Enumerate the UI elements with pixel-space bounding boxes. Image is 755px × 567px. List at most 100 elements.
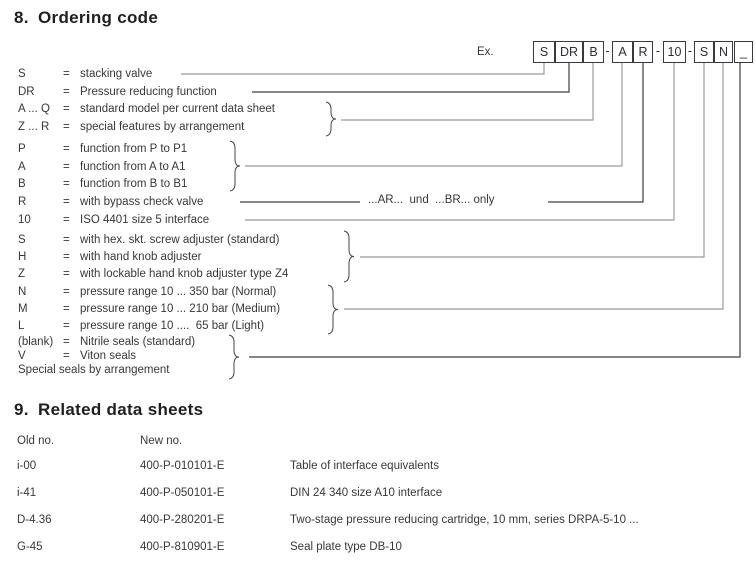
code-separator: - — [605, 44, 610, 58]
code-description: pressure range 10 .... 65 bar (Light) — [80, 320, 265, 332]
equals-sign: = — [63, 251, 70, 263]
code-value: Z ... R — [18, 121, 50, 133]
equals-sign: = — [63, 286, 70, 298]
code-description: special features by arrangement — [80, 121, 245, 133]
description-cell: Table of interface equivalents — [290, 460, 439, 472]
ordering-code-row: L = pressure range 10 .... 65 bar (Light) — [0, 318, 755, 334]
equals-sign: = — [63, 178, 70, 190]
ordering-code-row: V = Viton seals — [0, 348, 755, 364]
old-no-cell: G-45 — [17, 541, 43, 553]
code-value: A ... Q — [18, 103, 50, 115]
code-box: _ — [734, 41, 753, 63]
code-value: P — [18, 143, 26, 155]
code-value: 10 — [18, 214, 31, 226]
code-value: S — [18, 234, 26, 246]
ordering-code-row: S=stacking valve — [0, 66, 755, 82]
ordering-code-row: (blank) = Nitrile seals (standard) — [0, 334, 755, 350]
code-separator: - — [687, 44, 693, 58]
code-box: R — [633, 41, 653, 63]
code-box: N — [714, 41, 733, 63]
description-cell: Two-stage pressure reducing cartridge, 1… — [290, 514, 639, 526]
code-box: A — [612, 41, 633, 63]
code-description: function from A to A1 — [80, 161, 186, 173]
new-no-cell: 400-P-810901-E — [140, 541, 225, 553]
ordering-code-row: Special seals by arrangement — [0, 362, 755, 378]
ordering-code-row: S = with hex. skt. screw adjuster (standar… — [0, 232, 755, 248]
description-cell: DIN 24 340 size A10 interface — [290, 487, 443, 499]
column-header-new-no: New no. — [140, 435, 183, 447]
equals-sign: = — [63, 196, 70, 208]
ordering-code-row: N = pressure range 10 ... 350 bar (Normal) — [0, 284, 755, 300]
code-description: Pressure reducing function — [80, 86, 217, 98]
code-description: with bypass check valve — [80, 196, 204, 208]
equals-sign: = — [63, 303, 70, 315]
ordering-code-row: H = with hand knob adjuster — [0, 249, 755, 265]
section-8-number: 8. — [14, 8, 29, 27]
code-value: M — [18, 303, 28, 315]
ordering-code-row: A ... Q = standard model per current data … — [0, 101, 755, 117]
ordering-code-row: M = pressure range 10 ... 210 bar (Medium) — [0, 301, 755, 317]
code-value: R — [18, 196, 27, 208]
code-box: S — [694, 41, 714, 63]
code-box: DR — [555, 41, 583, 63]
ordering-code-row: Z=with lockable hand knob adjuster type … — [0, 266, 755, 282]
ordering-code-row: A = function from A to A1 — [0, 159, 755, 175]
code-description: with lockable hand knob adjuster type Z4 — [80, 268, 289, 280]
old-no-cell: i-41 — [17, 487, 37, 499]
equals-sign: = — [63, 234, 70, 246]
code-annotation: ...AR... und ...BR... only — [368, 194, 495, 206]
code-description: stacking valve — [80, 68, 153, 80]
code-description: pressure range 10 ... 350 bar (Normal) — [80, 286, 277, 298]
section-9-title: Related data sheets — [38, 400, 204, 419]
column-header-old-no: Old no. — [17, 435, 55, 447]
equals-sign: = — [63, 214, 70, 226]
code-description: with hex. skt. screw adjuster (standard) — [80, 234, 280, 246]
ordering-code-row: R = with bypass check valve — [0, 194, 755, 210]
code-value: A — [18, 161, 26, 173]
equals-sign: = — [63, 350, 70, 362]
equals-sign: = — [63, 121, 70, 133]
code-description: with hand knob adjuster — [80, 251, 202, 263]
equals-sign: = — [63, 68, 70, 80]
description-cell: Seal plate type DB-10 — [290, 541, 402, 553]
code-value: L — [18, 320, 25, 332]
equals-sign: = — [63, 320, 70, 332]
code-box: B — [583, 41, 604, 63]
code-description: Special seals by arrangement — [18, 364, 170, 376]
code-description: function from B to B1 — [80, 178, 188, 190]
code-description: Nitrile seals (standard) — [80, 336, 196, 348]
code-separator: - — [655, 44, 661, 58]
example-label: Ex. — [477, 46, 494, 58]
ordering-code-row: P = function from P to P1 — [0, 141, 755, 157]
code-value: B — [18, 178, 26, 190]
ordering-code-row: DR = Pressure reducing function — [0, 84, 755, 100]
code-box: 10 — [663, 41, 686, 63]
code-value: (blank) — [18, 336, 54, 348]
equals-sign: = — [63, 161, 70, 173]
code-box: S — [533, 41, 555, 63]
equals-sign: = — [63, 103, 70, 115]
ordering-code-row: B = function from B to B1 — [0, 176, 755, 192]
equals-sign: = — [63, 268, 70, 280]
equals-sign: = — [63, 143, 70, 155]
code-description: standard model per current data sheet — [80, 103, 275, 115]
code-description: ISO 4401 size 5 interface — [80, 214, 210, 226]
section-8-title: Ordering code — [38, 8, 159, 27]
code-value: N — [18, 286, 27, 298]
code-value: V — [18, 350, 26, 362]
code-description: pressure range 10 ... 210 bar (Medium) — [80, 303, 281, 315]
ordering-code-row: 10 = ISO 4401 size 5 interface — [0, 212, 755, 228]
code-description: Viton seals — [80, 350, 137, 362]
new-no-cell: 400-P-050101-E — [140, 487, 225, 499]
ordering-code-row: Z ... R = special features by arrangement — [0, 119, 755, 135]
section-9-number: 9. — [14, 400, 29, 419]
code-value: DR — [18, 86, 35, 98]
code-description: function from P to P1 — [80, 143, 188, 155]
equals-sign: = — [63, 86, 70, 98]
new-no-cell: 400-P-010101-E — [140, 460, 225, 472]
equals-sign: = — [63, 336, 70, 348]
new-no-cell: 400-P-280201-E — [140, 514, 225, 526]
code-value: H — [18, 251, 27, 263]
old-no-cell: i-00 — [17, 460, 37, 472]
